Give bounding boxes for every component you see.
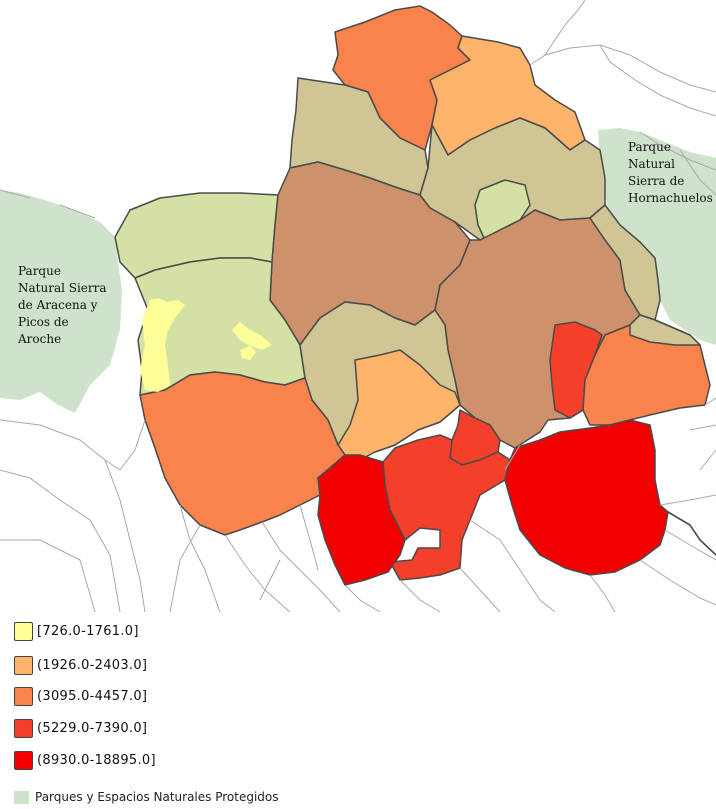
- lowest-class-patches: [140, 298, 272, 392]
- legend-item: [726.0-1761.0]: [14, 620, 139, 642]
- municipality-southwest-deep-red: [317, 454, 406, 586]
- legend-item: (5229.0-7390.0]: [14, 717, 147, 739]
- legend-item: (1926.0-2403.0]: [14, 654, 147, 676]
- park-label-line: Parque: [628, 140, 671, 154]
- map-legend: [726.0-1761.0] (1926.0-2403.0] (3095.0-4…: [0, 612, 716, 809]
- legend-parks-swatch: [14, 790, 29, 804]
- yellow-patch-small: [240, 346, 256, 360]
- park-label-line: Hornachuelos: [628, 191, 713, 205]
- legend-label: (1926.0-2403.0]: [37, 657, 148, 673]
- park-label-aracena: Parque Natural Sierra de Aracena y Picos…: [17, 264, 110, 346]
- municipality-east-corner-beige: [629, 314, 701, 346]
- park-label-line: Picos de: [18, 315, 69, 329]
- park-label-line: Natural: [628, 157, 675, 171]
- municipality-east-edge-beige: [589, 204, 661, 321]
- yellow-patch-west: [140, 298, 185, 392]
- park-area-aracena: [0, 190, 122, 413]
- municipality-south-center-light-orange: [337, 349, 461, 461]
- legend-swatch: [14, 621, 33, 641]
- legend-swatch: [14, 655, 33, 675]
- park-label-line: Parque: [18, 264, 61, 278]
- park-label-line: Sierra de: [628, 174, 684, 188]
- legend-label: [726.0-1761.0]: [37, 623, 139, 639]
- legend-item: (8930.0-18895.0]: [14, 749, 156, 771]
- legend-swatch: [14, 750, 33, 770]
- park-area-hornachuelos: [598, 128, 716, 345]
- park-label-line: Aroche: [17, 332, 61, 346]
- legend-label: (5229.0-7390.0]: [37, 720, 148, 736]
- district-boundary: [667, 511, 716, 556]
- legend-swatch: [14, 718, 33, 738]
- legend-label: (3095.0-4457.0]: [37, 688, 148, 704]
- park-label-hornachuelos: Parque Natural Sierra de Hornachuelos: [628, 140, 713, 205]
- choropleth-map: Parque Natural Sierra de Aracena y Picos…: [0, 0, 716, 612]
- legend-parks-item: Parques y Espacios Naturales Protegidos: [14, 788, 279, 806]
- road-network: [0, 0, 716, 612]
- municipality-south-red: [382, 434, 511, 581]
- municipality-southeast-deep-red: [504, 419, 669, 576]
- legend-swatch: [14, 686, 33, 706]
- yellow-patch-center: [232, 322, 272, 350]
- legend-item: (3095.0-4457.0]: [14, 685, 147, 707]
- municipality-boundaries: [114, 5, 711, 586]
- legend-parks-label: Parques y Espacios Naturales Protegidos: [35, 790, 279, 804]
- park-label-line: de Aracena y: [18, 298, 98, 312]
- park-label-line: Natural Sierra: [18, 281, 107, 295]
- legend-label: (8930.0-18895.0]: [37, 752, 156, 768]
